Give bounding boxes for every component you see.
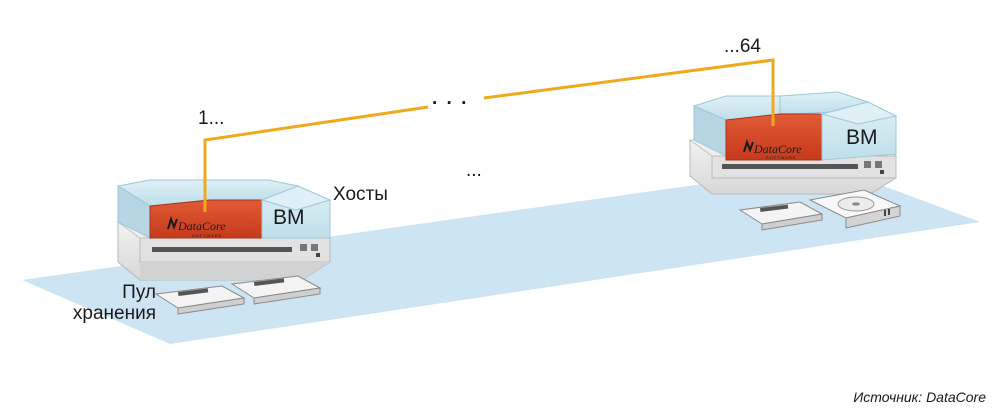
vm-label-right: ВМ bbox=[846, 126, 878, 149]
storage-tray bbox=[230, 275, 322, 305]
host-right: DataCore SOFTWARE bbox=[688, 91, 902, 231]
datacore-logo-tagline: SOFTWARE bbox=[192, 233, 223, 238]
range-start-label: 1... bbox=[198, 108, 225, 129]
pool-label-line1: Пул bbox=[122, 282, 156, 303]
host-left: DataCore SOFTWARE bbox=[116, 179, 332, 315]
storage-tray bbox=[154, 285, 246, 315]
datacore-box: DataCore SOFTWARE bbox=[149, 199, 263, 239]
disk-drive bbox=[808, 189, 902, 229]
link-ellipsis: . . . bbox=[432, 88, 469, 109]
host-link-line bbox=[203, 58, 775, 212]
datacore-box: DataCore SOFTWARE bbox=[725, 113, 823, 161]
datacore-logo-text: DataCore bbox=[753, 142, 802, 156]
source-caption: Источник: DataCore bbox=[853, 389, 986, 405]
middle-ellipsis: ... bbox=[466, 160, 482, 181]
vm-label-left: ВМ bbox=[273, 206, 305, 229]
datacore-logo-text: DataCore bbox=[177, 219, 226, 233]
pool-label-line2: хранения bbox=[72, 303, 156, 324]
hosts-label: Хосты bbox=[333, 184, 388, 205]
range-end-label: ...64 bbox=[724, 36, 761, 57]
datacore-logo-tagline: SOFTWARE bbox=[766, 155, 797, 160]
storage-tray bbox=[738, 201, 824, 231]
